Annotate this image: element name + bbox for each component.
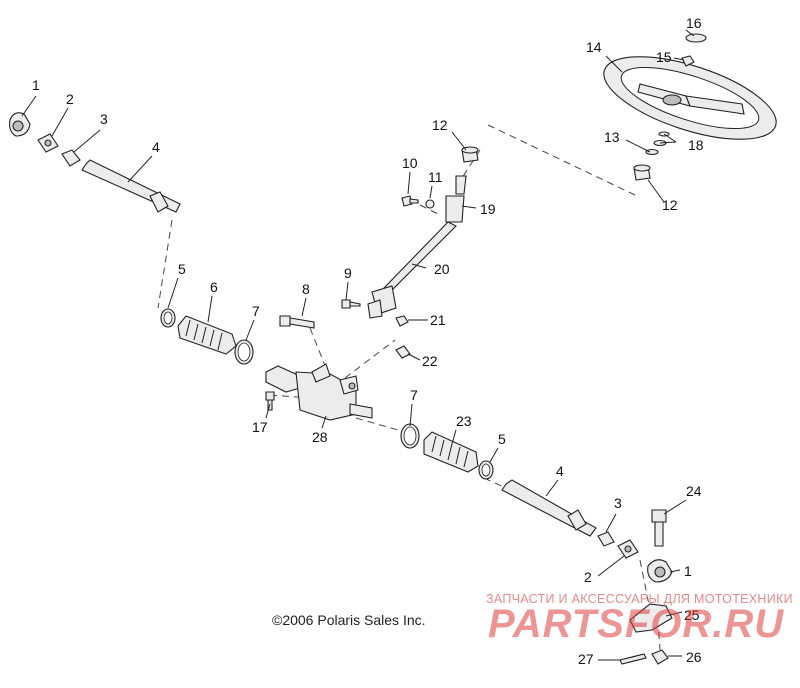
callout-6: 6 (210, 279, 218, 295)
callout-1-upper: 1 (32, 77, 40, 93)
copyright-text: ©2006 Polaris Sales Inc. (272, 612, 426, 628)
callout-24: 24 (686, 483, 702, 499)
bolt-17 (265, 391, 275, 411)
callout-8: 8 (302, 281, 310, 297)
callout-2-upper: 2 (66, 91, 74, 107)
callout-4-lower: 4 (556, 463, 564, 479)
callout-17: 17 (252, 419, 268, 435)
bushing-upper (461, 146, 479, 163)
callout-27: 27 (578, 651, 594, 667)
guide-lines (157, 124, 661, 651)
callout-21: 21 (430, 312, 446, 328)
watermark-logo: PARTSFOR.RU (488, 602, 785, 646)
callout-13: 13 (604, 129, 620, 145)
ring-right (478, 460, 494, 480)
callout-5-left: 5 (178, 261, 186, 277)
leader-lines (21, 29, 695, 661)
u-joint-lower (367, 285, 397, 319)
callout-12-upper: 12 (432, 117, 448, 133)
steering-gear (265, 363, 373, 421)
callout-26: 26 (686, 649, 702, 665)
callout-5-right: 5 (498, 431, 506, 447)
nut-upper (61, 149, 81, 167)
tie-rod-lower (501, 479, 597, 537)
bushing-lower (633, 164, 651, 181)
washer-11 (425, 199, 435, 209)
callout-19: 19 (480, 201, 496, 217)
cotter-pin-27 (619, 653, 647, 665)
nut-21 (395, 315, 409, 327)
jam-nut-lower (617, 539, 639, 559)
u-joint-upper (445, 175, 467, 223)
callout-16: 16 (686, 15, 702, 31)
clamp-right (400, 423, 420, 449)
washers-13-18 (645, 131, 670, 156)
callout-11: 11 (428, 169, 443, 185)
tie-rod-end-lower (647, 559, 673, 583)
intermediate-shaft (383, 221, 457, 293)
callout-numbers: 1 2 3 4 5 6 7 8 9 10 11 12 12 13 14 15 1… (32, 15, 704, 667)
callout-1-lower: 1 (684, 563, 692, 579)
watermark-tagline: ЗАПЧАСТИ И АКСЕССУАРЫ ДЛЯ МОТОТЕХНИКИ (486, 592, 793, 606)
tie-rod-end-upper (9, 112, 31, 137)
callout-12-lower: 12 (662, 197, 678, 213)
boot-right (423, 431, 479, 473)
nut-lower (597, 531, 615, 547)
boot-left (177, 315, 237, 355)
callout-9: 9 (344, 265, 352, 281)
bolt-8 (279, 315, 315, 329)
cap-16 (685, 33, 707, 43)
bolt-9 (341, 299, 361, 309)
callout-25: 25 (684, 607, 700, 623)
callout-4-upper: 4 (152, 139, 160, 155)
steering-wheel (603, 56, 777, 140)
nut-26 (651, 649, 669, 665)
callout-28: 28 (312, 429, 328, 445)
bolt-24 (651, 509, 667, 547)
clamp-left (234, 339, 254, 365)
callout-7-left: 7 (252, 303, 260, 319)
callout-20: 20 (434, 261, 450, 277)
callout-3-lower: 3 (614, 495, 622, 511)
bracket-25 (629, 603, 673, 633)
ring-left (160, 308, 176, 328)
callout-18: 18 (688, 137, 704, 153)
callout-14: 14 (586, 39, 602, 55)
callout-2-lower: 2 (584, 569, 592, 585)
nut-22 (395, 345, 411, 359)
callout-15: 15 (656, 49, 672, 65)
bolt-10 (401, 195, 419, 207)
callout-10: 10 (402, 155, 418, 171)
callout-7-right: 7 (410, 387, 418, 403)
jam-nut-upper (37, 133, 59, 153)
callout-22: 22 (422, 353, 438, 369)
callout-3-upper: 3 (100, 111, 108, 127)
tie-rod-upper (81, 159, 181, 213)
callout-23: 23 (456, 413, 472, 429)
nut-15 (681, 55, 695, 67)
